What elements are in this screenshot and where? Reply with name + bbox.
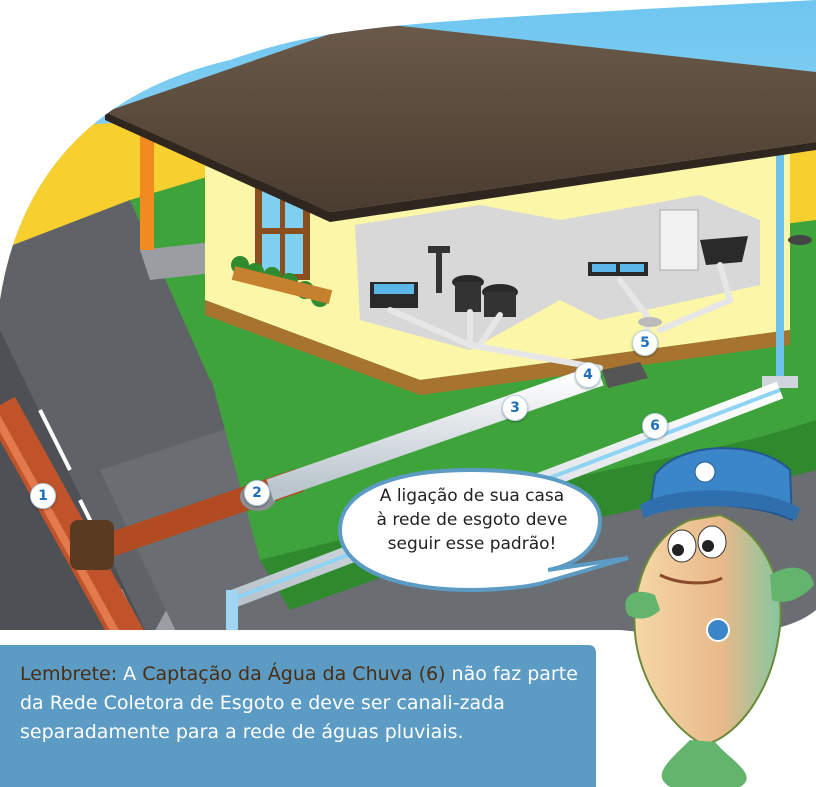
speech-line-2: à rede de esgoto deve [376,510,568,530]
marker-3: 3 [502,395,528,421]
laundry-tank [700,236,748,265]
porch-pillar [140,130,154,250]
inspection-box [638,317,662,327]
scene-frame [0,0,816,636]
fish-mouth [659,573,723,585]
marker-6: 6 [642,413,668,439]
reminder-intro: A [117,663,143,685]
marker-5: 5 [632,330,658,356]
speech-bubble [337,467,629,593]
reminder-label: Lembrete: [20,663,118,685]
marker-2: 2 [244,480,270,506]
reminder-box [0,645,596,787]
hat-logo [694,461,716,483]
grease-box [602,362,648,388]
house-sewer-branch [266,364,604,501]
reminder-highlight: Captação da Água da Chuva (6) [142,663,446,685]
sink [428,246,450,253]
marker-4: 4 [575,362,601,388]
downspout [776,150,784,380]
manhole [788,235,812,245]
fish-fin-right [770,567,814,602]
reminder-text: Lembrete: A Captação da Água da Chuva (6… [0,645,596,787]
speech-bubble-text: A ligação de sua casa à rede de esgoto d… [347,473,597,571]
reminder-rest: não faz parte da Rede Coletora de Esgoto… [20,663,578,743]
marker-1: 1 [30,483,56,509]
roof [105,22,816,212]
pipe-junction [70,520,114,570]
speech-line-3: seguir esse padrão! [387,534,557,554]
fish-fin-left [625,591,660,619]
washing-machine [659,209,699,271]
house [105,22,816,395]
medal [706,618,730,642]
fish-mascot [625,447,814,787]
public-sewer-main [0,396,145,636]
speech-line-1: A ligação de sua casa [379,486,565,506]
fish-tail [661,740,747,787]
